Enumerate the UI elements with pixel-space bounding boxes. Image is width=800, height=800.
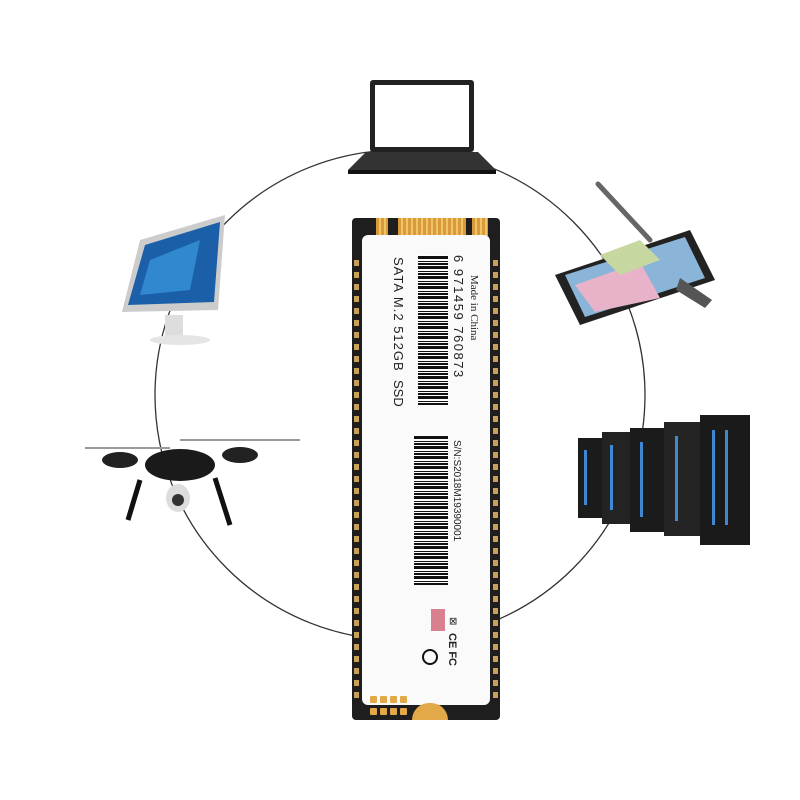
ce-fc-marks: CE FC: [446, 633, 458, 666]
rohs-10-mark: [422, 649, 438, 665]
mount-notch: [412, 703, 448, 720]
server-rack-icon: [578, 415, 750, 545]
product-label: SATA M.2 512GB SSD 6 971459 760873 Made …: [362, 235, 490, 705]
ssd-text: SSD: [391, 380, 406, 407]
tablet-icon: [555, 181, 715, 325]
gold-connector-right: [472, 218, 488, 236]
gold-connector-left: [376, 218, 388, 236]
origin-text: Made in China: [468, 275, 480, 341]
serial-barcode: [414, 435, 448, 585]
drone-icon: [85, 439, 300, 526]
gold-connector-main: [398, 218, 466, 236]
sata-logo: [431, 609, 445, 631]
serial-number: S/N:S2018M19390001: [451, 440, 462, 542]
barcode-number: 6 971459 760873: [451, 255, 466, 379]
weee-mark: ⊠: [447, 617, 458, 626]
m2-ssd-card: SATA M.2 512GB SSD 6 971459 760873 Made …: [352, 218, 500, 720]
ean-barcode: [418, 255, 448, 405]
model-text: SATA M.2 512GB: [391, 257, 406, 372]
monitor-icon: [122, 215, 225, 345]
laptop-icon: [338, 80, 506, 174]
